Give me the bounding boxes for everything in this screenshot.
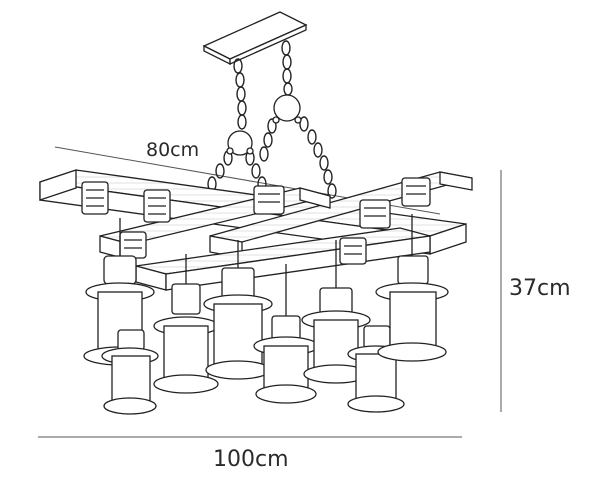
lamp-2 [101,329,159,415]
height-dimension-label: 37cm [509,276,571,301]
lamp-4 [203,240,273,380]
front-beam [135,227,431,291]
strap-brackets [81,177,431,265]
junction-balls [226,94,302,156]
length-dimension-label: 100cm [213,447,289,472]
lamp-6 [301,240,371,384]
lamp-5 [253,264,319,404]
lamp-7 [347,325,405,413]
width-dimension-label: 80cm [146,139,200,161]
lamp-3 [153,254,219,394]
hanging-chains [183,40,337,231]
lamp-8 [375,214,449,362]
ceiling-canopy [202,11,308,66]
pendant-lamps [83,214,449,415]
